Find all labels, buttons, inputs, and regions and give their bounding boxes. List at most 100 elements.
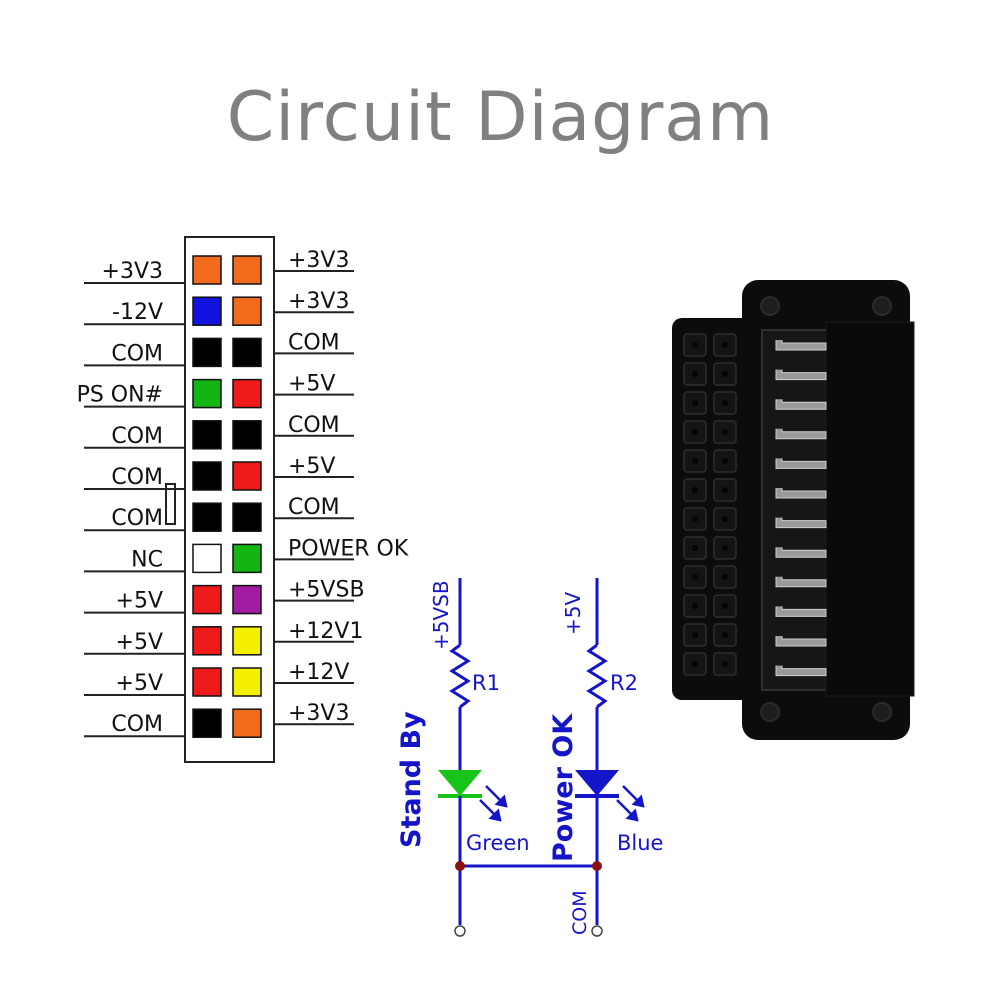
supply-label-5vsb: +5VSB <box>429 580 453 650</box>
page-title: Circuit Diagram <box>226 78 775 157</box>
pin-label-left: COM <box>111 465 163 490</box>
junction-right <box>592 861 602 871</box>
pin-left <box>192 626 222 656</box>
pin-window <box>761 329 829 691</box>
pin-label-left: COM <box>111 506 163 531</box>
pin-right <box>232 420 262 450</box>
metal-pin <box>775 576 827 588</box>
socket-hole-center <box>722 400 728 406</box>
socket-hole-center <box>692 574 698 580</box>
pin-label-right: +5VSB <box>288 578 365 603</box>
pin-left <box>192 502 222 532</box>
pin-label-right: +3V3 <box>288 289 349 314</box>
led-schematic: +5VSB +5V R1 R2 <box>396 578 663 937</box>
mount-hole-top-left <box>760 296 780 316</box>
metal-pin <box>775 369 827 381</box>
socket-hole-center <box>692 429 698 435</box>
pin-label-left: NC <box>131 547 163 572</box>
pin-left <box>192 296 222 326</box>
pin-label-right: +12V <box>288 660 349 685</box>
supply-label-5v: +5V <box>561 592 585 635</box>
ground-label: COM <box>569 890 591 935</box>
pin-left <box>192 543 222 574</box>
pin-right <box>232 626 262 656</box>
r2-label: R2 <box>610 671 638 695</box>
pin-left <box>192 337 222 368</box>
terminal-right <box>591 925 603 937</box>
socket-hole-center <box>722 545 728 551</box>
metal-pin <box>775 517 827 529</box>
mount-hole-bottom-left <box>760 702 780 722</box>
metal-pin <box>775 665 827 677</box>
socket-hole-center <box>692 603 698 609</box>
pin-label-right: +3V3 <box>288 701 349 726</box>
socket-hole-center <box>722 487 728 493</box>
terminal-left <box>454 925 466 937</box>
metal-pin <box>775 340 827 351</box>
pin-label-right: +12V1 <box>288 619 363 644</box>
pin-left <box>192 461 222 491</box>
socket-hole-center <box>692 661 698 667</box>
socket-holes <box>683 333 737 676</box>
socket-hole-center <box>722 342 728 348</box>
socket-hole-center <box>692 545 698 551</box>
metal-pin <box>775 428 827 440</box>
standby-label: Stand By <box>396 711 427 848</box>
led-green-light-arrows-icon <box>479 785 508 822</box>
pin-left <box>192 584 222 615</box>
connector-latch <box>165 483 176 525</box>
socket-hole-center <box>692 371 698 377</box>
pin-label-left: +3V3 <box>102 259 163 284</box>
pin-label-right: COM <box>288 330 340 355</box>
metal-pin <box>775 636 827 647</box>
pin-label-left: -12V <box>112 300 163 325</box>
pin-left <box>192 378 222 409</box>
pin-label-left: +5V <box>116 589 163 614</box>
metal-pin <box>775 547 827 558</box>
socket-hole-center <box>722 458 728 464</box>
pin-right <box>232 502 262 532</box>
socket-hole-center <box>722 632 728 638</box>
pin-right <box>232 461 262 491</box>
metal-pin <box>775 606 827 617</box>
r1-label: R1 <box>472 671 500 695</box>
socket-hole-center <box>692 342 698 348</box>
led1-color-label: Green <box>466 831 530 855</box>
socket-hole-center <box>722 603 728 609</box>
resistor-r1 <box>449 643 471 709</box>
socket-hole-center <box>692 400 698 406</box>
led-green-icon <box>438 770 482 796</box>
pin-right <box>232 337 262 368</box>
resistor-r2 <box>586 643 608 709</box>
pin-label-left: COM <box>111 341 163 366</box>
pin-right <box>232 296 262 326</box>
socket-hole-center <box>722 661 728 667</box>
led-blue-icon <box>575 770 619 796</box>
socket-hole-center <box>722 429 728 435</box>
pin-right <box>232 708 262 738</box>
led2-color-label: Blue <box>617 831 663 855</box>
pin-right <box>232 255 262 285</box>
pin-label-right: +3V3 <box>288 248 349 273</box>
pin-label-left: +5V <box>116 630 163 655</box>
socket-hole-center <box>722 371 728 377</box>
socket-hole-center <box>692 487 698 493</box>
metal-pins <box>775 340 827 677</box>
pin-label-right: +5V <box>288 454 335 479</box>
pin-left <box>192 420 222 450</box>
pin-label-right: +5V <box>288 372 335 397</box>
socket-hole-center <box>692 458 698 464</box>
pin-right <box>232 584 262 615</box>
socket-hole-center <box>722 574 728 580</box>
pin-left <box>192 667 222 697</box>
mount-hole-top-right <box>872 296 892 316</box>
socket-hole-center <box>692 516 698 522</box>
pin-label-right: POWER OK <box>288 536 409 561</box>
pin-right <box>232 543 262 574</box>
metal-pin <box>775 458 827 469</box>
pin-left <box>192 708 222 738</box>
pin-right <box>232 378 262 409</box>
connector-block <box>825 321 915 697</box>
